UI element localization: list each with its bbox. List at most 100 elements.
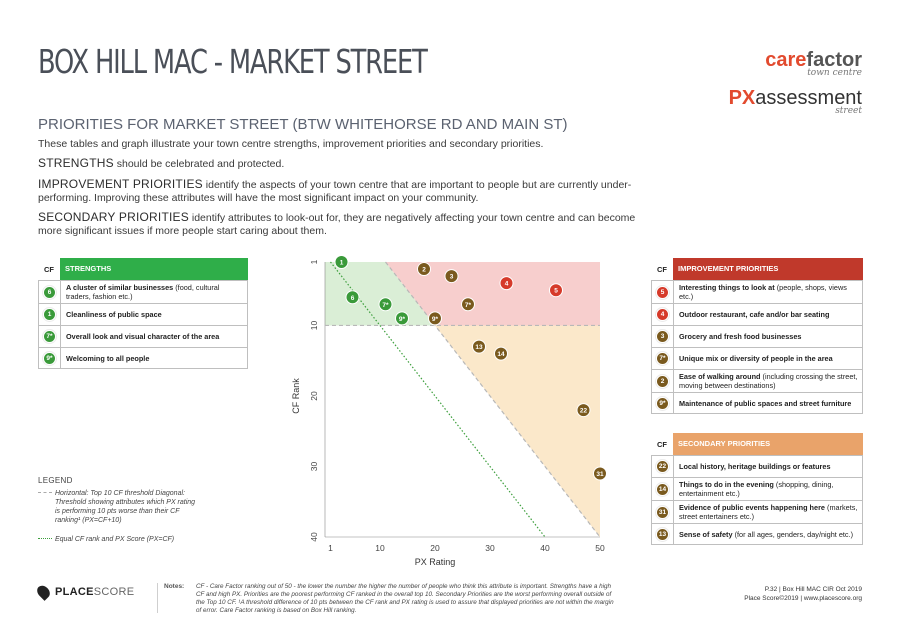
attribute-text: Grocery and fresh food businesses <box>679 332 802 341</box>
attribute-text: Local history, heritage buildings or fea… <box>679 462 831 471</box>
attribute-text: Outdoor restaurant, cafe and/or bar seat… <box>679 310 830 319</box>
data-point-label: 4 <box>505 281 509 288</box>
legend: LEGEND Horizontal: Top 10 CF threshold D… <box>38 476 198 554</box>
table-row: 1 Cleanliness of public space <box>39 303 247 325</box>
table-row: 3 Grocery and fresh food businesses <box>652 325 862 347</box>
data-point <box>472 339 486 354</box>
table-row: 5 Interesting things to look at (people, … <box>652 280 862 303</box>
cf-rank-badge: 1 <box>43 308 56 321</box>
data-point-label: 22 <box>580 408 588 415</box>
data-point-label: 3 <box>450 274 454 281</box>
cf-column-header: CF <box>657 439 667 449</box>
improvement-paragraph: IMPROVEMENT PRIORITIES identify the aspe… <box>38 177 632 205</box>
pxassessment-logo: PXassessment street <box>729 88 862 116</box>
data-point-label: 14 <box>497 351 505 358</box>
y-tick-label: 20 <box>309 391 319 401</box>
data-point <box>378 297 393 312</box>
improvement-zone <box>385 262 600 326</box>
improvement-priorities-table: CF IMPROVEMENT PRIORITIES 5 Interesting thi… <box>651 258 863 414</box>
table-row: 2 Ease of walking around (including cross… <box>652 369 862 392</box>
attribute-text: Cleanliness of public space <box>66 310 162 319</box>
logo-town-centre: town centre <box>807 68 862 78</box>
attribute-text: Maintenance of public spaces and street … <box>679 398 852 408</box>
attribute-text: Things to do in the evening (shopping, d… <box>679 480 834 498</box>
copyright: Place Score©2019 | www.placescore.org <box>744 595 862 602</box>
x-axis-label: PX Rating <box>415 557 456 567</box>
placescore-logo: PLACESCORE <box>34 583 134 601</box>
attribute-text: Overall look and visual character of the… <box>66 332 220 341</box>
page-info: P.32 | Box Hill MAC CIR Oct 2019 Place S… <box>744 585 862 603</box>
attribute-text: Ease of walking around (including crossi… <box>679 372 858 390</box>
cf-rank-badge: 13 <box>656 527 669 541</box>
data-point <box>345 290 360 305</box>
cf-rank-badge: 2 <box>656 374 669 388</box>
cf-column-header: CF <box>657 264 667 274</box>
secondary-heading: SECONDARY PRIORITIES <box>38 210 189 224</box>
cf-rank-badge: 5 <box>656 285 669 299</box>
table-row: 22 Local history, heritage buildings or f… <box>652 455 862 477</box>
table-title: IMPROVEMENT PRIORITIES <box>673 258 863 280</box>
cf-rank-badge: 7* <box>43 330 56 343</box>
notes-label: Notes: <box>164 583 185 590</box>
section-subtitle: PRIORITIES FOR MARKET STREET (BTW WHITEH… <box>38 116 568 133</box>
table-row: 7* Unique mix or diversity of people in t… <box>652 347 862 369</box>
table-row: 9*Maintenance of public spaces and stree… <box>652 392 862 414</box>
cf-rank-badge: 9* <box>43 351 56 365</box>
dashed-line-swatch <box>38 492 52 493</box>
y-tick-label: 1 <box>309 259 319 264</box>
legend-item-threshold: Horizontal: Top 10 CF threshold Diagonal… <box>38 489 198 525</box>
data-point-label: 7* <box>382 302 389 309</box>
logo-street: street <box>835 106 862 116</box>
footer-divider <box>157 583 158 613</box>
y-tick-label: 30 <box>309 461 319 471</box>
secondary-paragraph: SECONDARY PRIORITIES identify attributes… <box>38 210 636 238</box>
page-title: BOX HILL MAC - MARKET STREET <box>38 42 428 81</box>
y-tick-label: 40 <box>309 532 319 542</box>
attribute-text: Interesting things to look at (people, s… <box>679 283 847 301</box>
data-point-label: 6 <box>351 295 355 302</box>
improvement-table-header: CF IMPROVEMENT PRIORITIES <box>651 258 863 280</box>
x-tick-label: 10 <box>375 543 385 553</box>
cf-rank-badge: 3 <box>656 330 669 343</box>
data-point <box>395 311 409 326</box>
table-title: STRENGTHS <box>60 258 248 280</box>
data-point-label: 7* <box>465 302 472 309</box>
x-tick-label: 40 <box>540 543 550 553</box>
table-row: 7* Overall look and visual character of t… <box>39 325 247 347</box>
data-point <box>499 276 514 291</box>
legend-title: LEGEND <box>38 476 73 485</box>
logo-px: PX <box>728 87 756 109</box>
logo-assessment: assessment <box>755 87 862 109</box>
strengths-heading: STRENGTHS <box>38 156 114 170</box>
table-row: 9*Welcoming to all people <box>39 347 247 369</box>
cf-rank-badge: 22 <box>656 460 669 473</box>
cf-rank-badge: 14 <box>656 482 669 496</box>
data-point <box>444 269 459 284</box>
y-tick-label: 10 <box>309 320 319 330</box>
data-point-label: 2 <box>422 267 426 274</box>
dotted-line-swatch <box>38 538 52 539</box>
attribute-text: Evidence of public events happening here… <box>679 503 858 521</box>
logo-factor: factor <box>806 49 862 71</box>
data-point <box>428 311 442 326</box>
data-point <box>334 255 349 269</box>
carefactor-logo: carefactor town centre <box>765 50 862 78</box>
cf-rank-badge: 7* <box>656 352 669 365</box>
page-number: P.32 | Box Hill MAC CIR Oct 2019 <box>764 586 862 593</box>
x-tick-label: 30 <box>485 543 495 553</box>
cf-rank-badge: 6 <box>43 285 56 299</box>
location-pin-icon <box>34 583 53 601</box>
secondary-table-header: CF SECONDARY PRIORITIES <box>651 433 863 455</box>
attribute-text: Unique mix or diversity of people in the… <box>679 354 833 363</box>
legend-item-equal: Equal CF rank and PX Score (PX=CF) <box>38 535 198 544</box>
strengths-zone <box>325 262 435 326</box>
table-title: SECONDARY PRIORITIES <box>673 433 863 455</box>
data-point-label: 5 <box>554 288 558 295</box>
x-tick-label: 1 <box>328 543 333 553</box>
